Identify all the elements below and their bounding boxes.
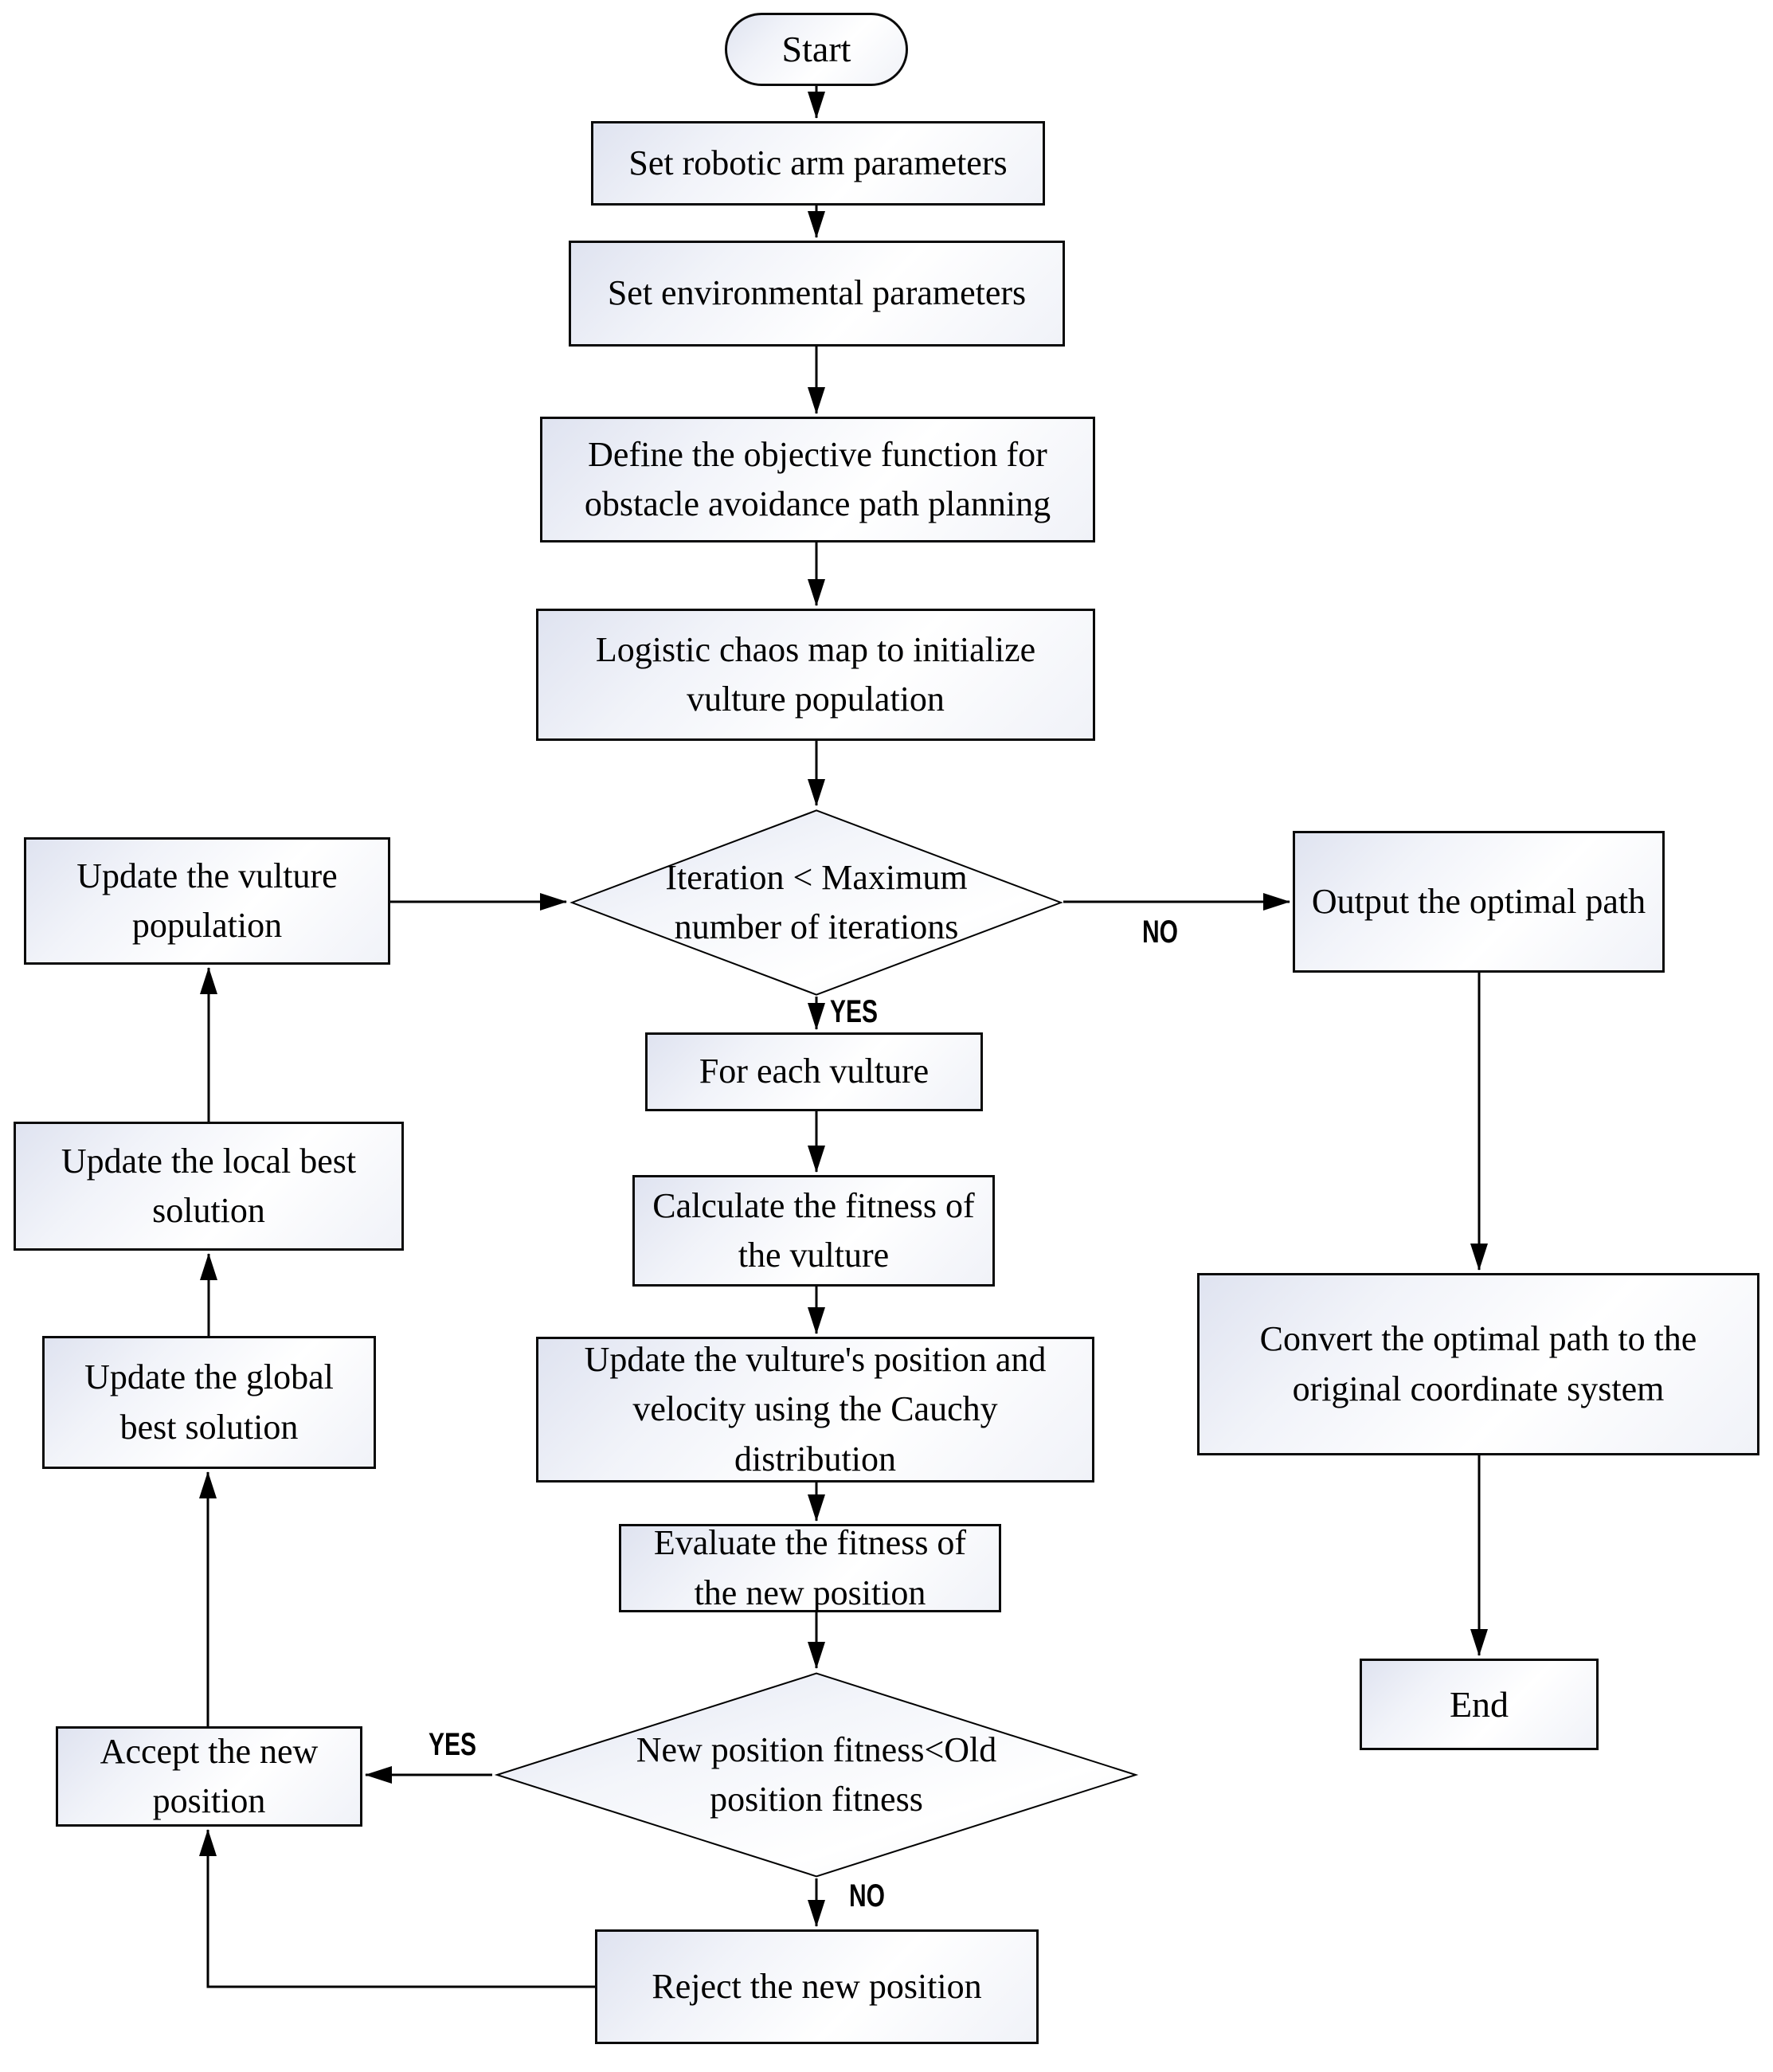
node-start-label: Start — [781, 29, 851, 70]
node-update-vulture-population: Update the vulture population — [24, 837, 390, 965]
node-set-environmental-parameters: Set environmental parameters — [569, 241, 1065, 347]
node-evaluate-new-fitness: Evaluate the fitness of the new position — [619, 1523, 1001, 1612]
node-logistic-chaos-map: Logistic chaos map to initialize vulture… — [536, 609, 1095, 741]
node-iteration-check-label: Iteration < Maximum number of iterations — [665, 857, 968, 946]
node-for-each-vulture-label: For each vulture — [699, 1052, 930, 1091]
node-fitness-compare-decision: New position fitness<Old position fitnes… — [494, 1671, 1139, 1878]
node-reject-new-position: Reject the new position — [595, 1929, 1039, 2044]
node-update-global-best: Update the global best solution — [42, 1336, 376, 1469]
node-update-global-best-label: Update the global best solution — [84, 1357, 334, 1447]
node-end-label: End — [1449, 1683, 1509, 1725]
node-update-local-best-label: Update the local best solution — [61, 1141, 357, 1230]
node-accept-new-position-label: Accept the new position — [100, 1731, 319, 1820]
edge-label-fitness-no: NO — [849, 1878, 885, 1913]
node-update-position-velocity-label: Update the vulture's position and veloci… — [584, 1339, 1047, 1479]
node-evaluate-new-fitness-label: Evaluate the fitness of the new position — [653, 1523, 967, 1612]
node-start: Start — [725, 13, 908, 86]
node-update-local-best: Update the local best solution — [14, 1122, 404, 1251]
node-end: End — [1360, 1659, 1599, 1750]
node-logistic-chaos-map-label: Logistic chaos map to initialize vulture… — [595, 629, 1036, 719]
node-for-each-vulture: For each vulture — [645, 1032, 983, 1111]
edge-label-iteration-no: NO — [1142, 915, 1178, 950]
node-define-objective-function: Define the objective function for obstac… — [540, 417, 1095, 542]
node-update-position-velocity: Update the vulture's position and veloci… — [536, 1337, 1094, 1483]
node-calculate-fitness-label: Calculate the fitness of the vulture — [652, 1185, 975, 1275]
node-define-objective-function-label: Define the objective function for obstac… — [584, 434, 1051, 523]
node-update-vulture-population-label: Update the vulture population — [76, 856, 338, 945]
node-convert-optimal-path: Convert the optimal path to the original… — [1197, 1273, 1759, 1455]
node-output-optimal-path: Output the optimal path — [1293, 831, 1665, 973]
node-fitness-compare-label: New position fitness<Old position fitnes… — [636, 1729, 997, 1819]
node-output-optimal-path-label: Output the optimal path — [1311, 881, 1646, 921]
node-accept-new-position: Accept the new position — [56, 1726, 362, 1827]
diamond-shape — [569, 809, 1063, 997]
node-reject-new-position-label: Reject the new position — [652, 1966, 982, 2006]
edge-reject-to-accept — [199, 1829, 595, 1988]
diamond-shape — [494, 1671, 1139, 1878]
edge-label-iteration-yes: YES — [830, 994, 879, 1029]
node-convert-optimal-path-label: Convert the optimal path to the original… — [1259, 1319, 1697, 1408]
edge-label-fitness-yes: YES — [429, 1727, 477, 1762]
node-iteration-check-decision: Iteration < Maximum number of iterations — [569, 809, 1063, 997]
node-set-robotic-arm-parameters-label: Set robotic arm parameters — [628, 143, 1008, 182]
node-set-robotic-arm-parameters: Set robotic arm parameters — [591, 121, 1045, 206]
node-calculate-fitness: Calculate the fitness of the vulture — [632, 1175, 995, 1287]
node-set-environmental-parameters-label: Set environmental parameters — [607, 273, 1027, 313]
